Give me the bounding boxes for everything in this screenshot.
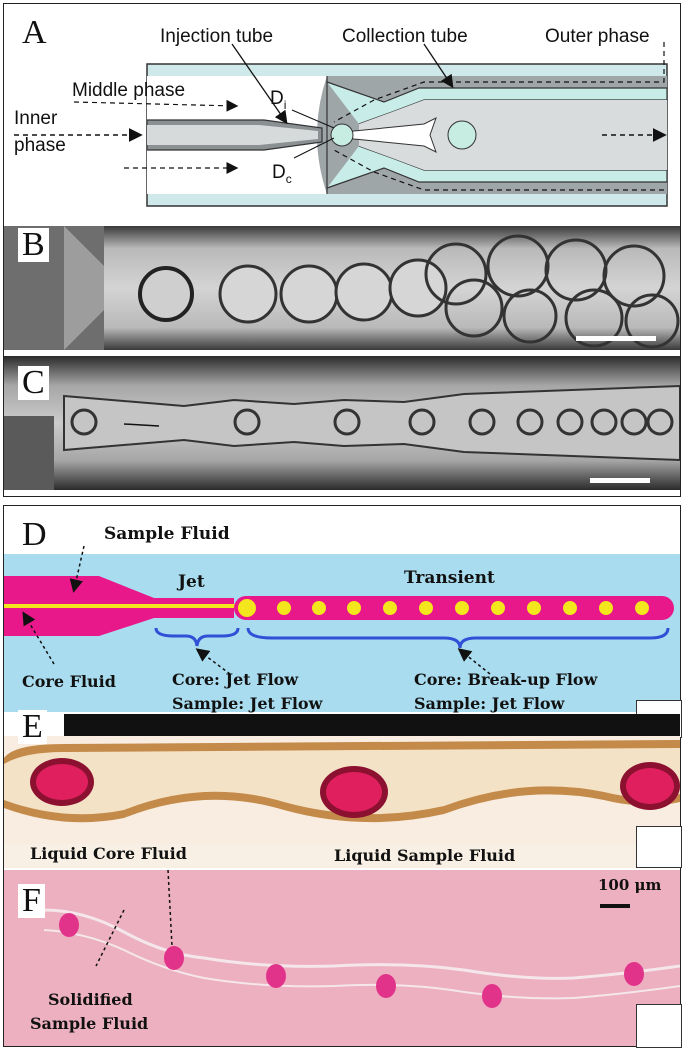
droplet-released: [447, 120, 477, 150]
scale-bar-c: [590, 478, 650, 483]
core-jet-flow-label: Core: Jet Flow: [172, 670, 299, 689]
scale-bar-b: [576, 336, 656, 341]
core-fluid-label: Core Fluid: [22, 672, 116, 691]
outer-phase-flow-line: [333, 42, 665, 123]
panel-letter-a: A: [18, 16, 51, 50]
elongated-drop-train: [63, 384, 680, 462]
core-breakup-flow-label: Core: Break-up Flow: [414, 670, 598, 689]
outer-phase-label: Outer phase: [545, 26, 650, 47]
liquid-core-fluid-label: Liquid Core Fluid: [30, 844, 187, 863]
carrier-channel: [4, 554, 680, 712]
dc-label: Dc: [272, 162, 292, 186]
scale-bar-label-f: 100 μm: [598, 876, 662, 894]
panel-b-micrograph: [4, 226, 680, 350]
solidified-thread-top: [43, 908, 680, 980]
middle-phase-arrow: [73, 99, 239, 112]
transient-breakup: [234, 596, 674, 620]
collection-tube-label: Collection tube: [342, 26, 468, 47]
middle-phase-label: Middle phase: [72, 80, 186, 101]
panel-letter-d: D: [18, 518, 51, 552]
sample-jet-flow-label-2: Sample: Jet Flow: [414, 694, 565, 713]
jet-label: Jet: [178, 572, 205, 592]
panel-letter-c: C: [18, 366, 49, 400]
scale-bar-f: [600, 904, 630, 908]
inner-phase-label-line1: Inner: [14, 108, 58, 129]
capillary-device-diagram: [14, 42, 668, 207]
figure-top-frame: [3, 3, 681, 497]
panel-d-diagram: [4, 506, 680, 712]
solidified-label-line1: Solidified: [48, 990, 133, 1009]
transient-brace: [246, 627, 670, 649]
panel-letter-b: B: [18, 228, 49, 262]
panel-a-schematic: [4, 4, 680, 222]
corner-box-f: [636, 1004, 682, 1048]
droplet-forming: [330, 123, 354, 147]
panel-c-micrograph: [4, 356, 680, 490]
fluid-jet: [343, 116, 437, 154]
sample-jet-flow-label: Sample: Jet Flow: [172, 694, 323, 713]
di-label: Di: [270, 88, 287, 112]
solidified-label-line2: Sample Fluid: [30, 1014, 149, 1033]
inner-phase-label-line2: phase: [14, 135, 66, 156]
liquid-sample-fluid-label: Liquid Sample Fluid: [334, 846, 516, 865]
sample-fluid-label: Sample Fluid: [104, 524, 230, 544]
transient-label: Transient: [404, 568, 495, 588]
panel-e-micrograph: [4, 714, 680, 868]
collection-tube-pointer: [423, 43, 454, 89]
figure-bottom-frame: [3, 505, 681, 1047]
panel-letter-f: F: [18, 884, 45, 918]
injection-tube-pointer: [231, 43, 288, 125]
panel-f-micrograph: [4, 870, 680, 1046]
jet-brace: [154, 627, 240, 647]
corner-box-e: [636, 826, 682, 868]
panel-letter-e: E: [18, 710, 47, 744]
injection-tube-label: Injection tube: [160, 26, 274, 47]
double-emulsion-drop: [138, 266, 194, 322]
